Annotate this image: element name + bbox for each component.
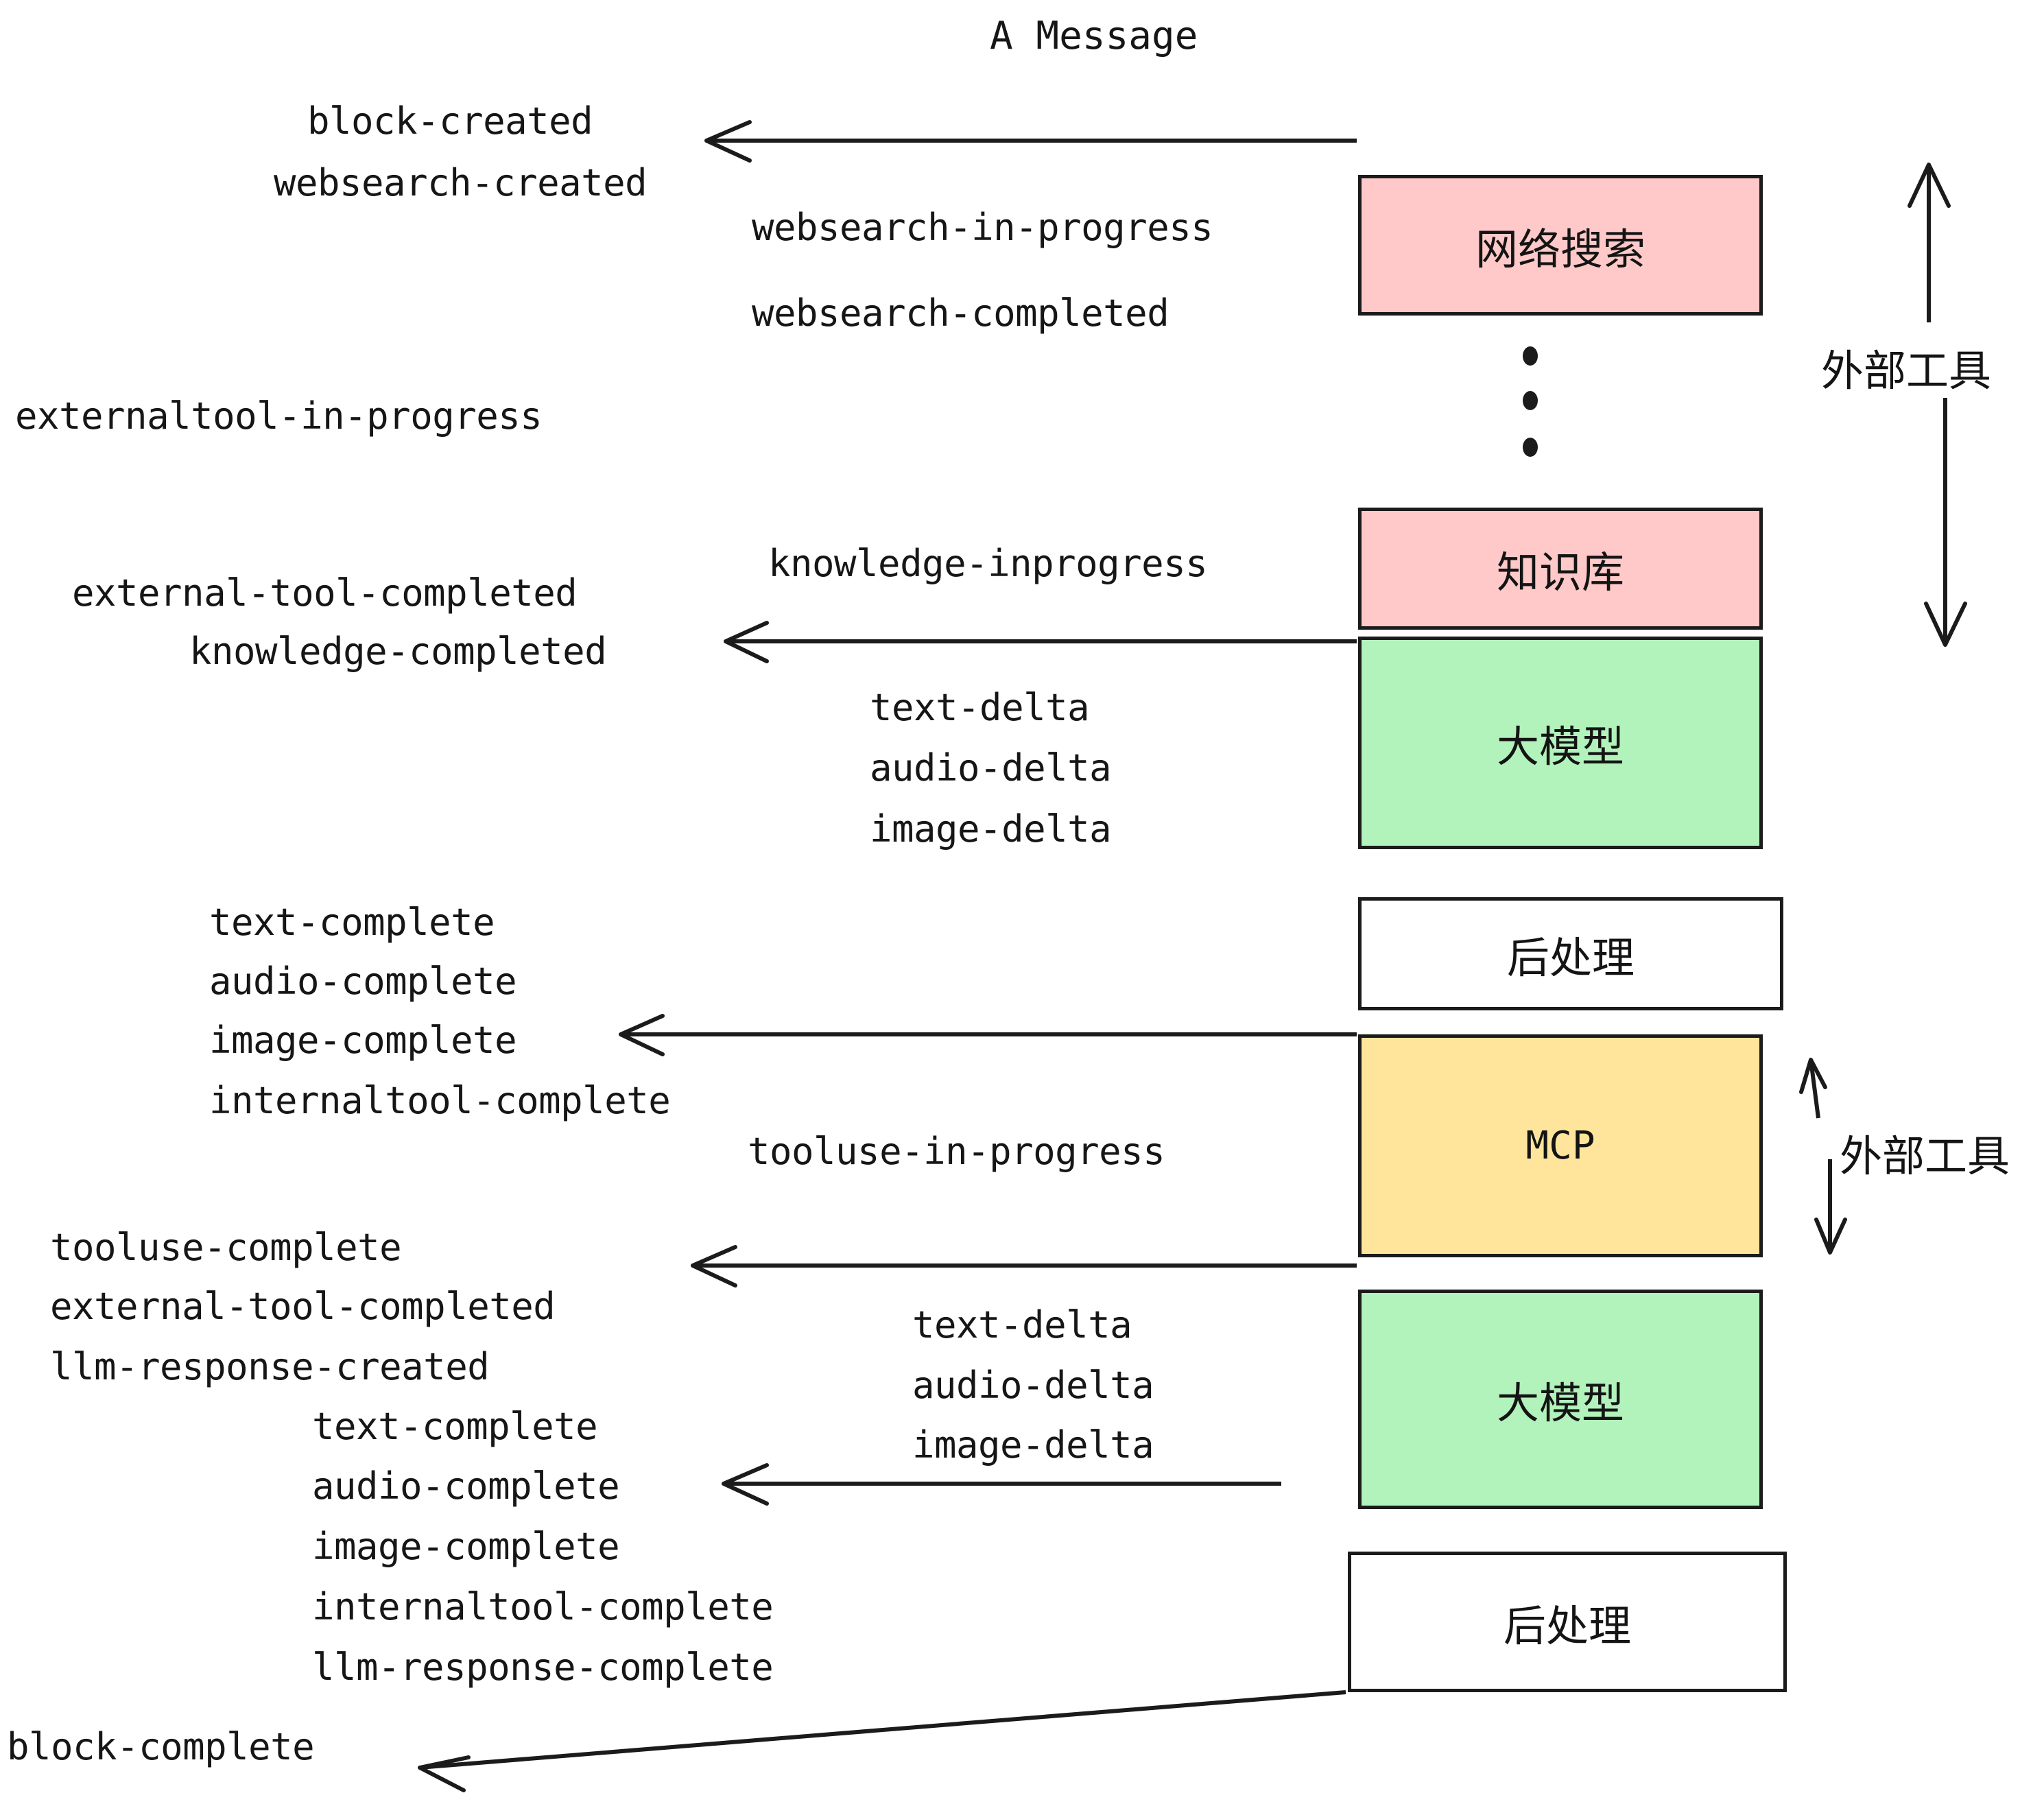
node-llm-1[interactable]: 大模型 [1358, 637, 1763, 849]
event-label-image-delta-2: image-delta [912, 1423, 1154, 1467]
node-websearch[interactable]: 网络搜索 [1358, 175, 1763, 316]
node-postprocess-1-label: 后处理 [1506, 932, 1635, 983]
event-label-audio-complete-2: audio-complete [312, 1464, 620, 1508]
event-label-llm-response-created: llm-response-created [50, 1345, 490, 1388]
event-label-tooluse-complete: tooluse-complete [50, 1226, 402, 1269]
node-knowledge-label: 知识库 [1496, 547, 1624, 597]
event-label-audio-delta-2: audio-delta [912, 1364, 1154, 1407]
arrow-postprocess2-to-block-complete [418, 1690, 1346, 1792]
event-label-tooluse-in-progress: tooluse-in-progress [748, 1130, 1165, 1173]
event-label-internaltool-complete-2: internaltool-complete [312, 1585, 774, 1628]
event-label-external-tool-completed-1: external-tool-completed [72, 571, 578, 615]
arrow-mcp-to-tooluse-complete [691, 1245, 1357, 1287]
ellipsis-dot-3 [1523, 438, 1538, 457]
event-label-internaltool-complete-1: internaltool-complete [209, 1079, 671, 1122]
ellipsis-dot-1 [1523, 346, 1538, 366]
event-label-text-complete-2: text-complete [312, 1405, 598, 1448]
event-label-image-complete-1: image-complete [209, 1019, 517, 1062]
node-llm-1-label: 大模型 [1496, 722, 1624, 772]
arrow-external-tools-bottom-up [1799, 1058, 1827, 1119]
event-label-websearch-in-progress: websearch-in-progress [752, 206, 1213, 249]
event-label-image-complete-2: image-complete [312, 1525, 620, 1568]
event-label-text-complete-1: text-complete [209, 901, 495, 944]
node-websearch-label: 网络搜索 [1475, 224, 1645, 274]
event-label-llm-response-complete: llm-response-complete [312, 1646, 774, 1689]
event-label-text-delta-2: text-delta [912, 1303, 1132, 1346]
node-llm-2[interactable]: 大模型 [1358, 1290, 1763, 1509]
event-label-external-tool-completed-2: external-tool-completed [50, 1285, 556, 1328]
page-title: A Message [990, 14, 1198, 58]
event-label-websearch-created: websearch-created [274, 161, 647, 204]
arrow-external-tools-top-down [1924, 398, 1967, 647]
node-postprocess-2[interactable]: 后处理 [1348, 1552, 1787, 1692]
event-label-websearch-completed: websearch-completed [752, 292, 1169, 335]
event-label-knowledge-inprogress: knowledge-inprogress [768, 542, 1208, 585]
event-label-block-complete: block-complete [7, 1725, 315, 1768]
arrow-llm1-to-image-complete [619, 1014, 1357, 1056]
event-label-externaltool-in-progress: externaltool-in-progress [15, 394, 543, 438]
event-label-audio-delta-1: audio-delta [870, 746, 1112, 790]
node-postprocess-2-label: 后处理 [1503, 1600, 1631, 1651]
annotation-external-tools-bottom: 外部工具 [1840, 1131, 2010, 1181]
event-label-image-delta-1: image-delta [870, 807, 1112, 851]
arrow-llm2-to-audio-complete [722, 1463, 1281, 1506]
event-label-audio-complete-1: audio-complete [209, 960, 517, 1003]
node-llm-2-label: 大模型 [1496, 1378, 1624, 1428]
arrow-knowledge-to-completed [724, 621, 1357, 663]
ellipsis-dot-2 [1523, 391, 1538, 410]
event-label-knowledge-completed: knowledge-completed [189, 630, 607, 673]
node-mcp-label: MCP [1525, 1124, 1595, 1168]
node-mcp[interactable]: MCP [1358, 1034, 1763, 1257]
event-label-text-delta-1: text-delta [870, 686, 1090, 729]
node-postprocess-1[interactable]: 后处理 [1358, 897, 1783, 1010]
node-knowledge[interactable]: 知识库 [1358, 508, 1763, 630]
annotation-external-tools-top: 外部工具 [1821, 346, 1992, 396]
arrow-external-tools-top-up [1908, 163, 1951, 322]
arrow-websearch-to-created [704, 120, 1357, 163]
event-label-block-created: block-created [307, 99, 593, 143]
